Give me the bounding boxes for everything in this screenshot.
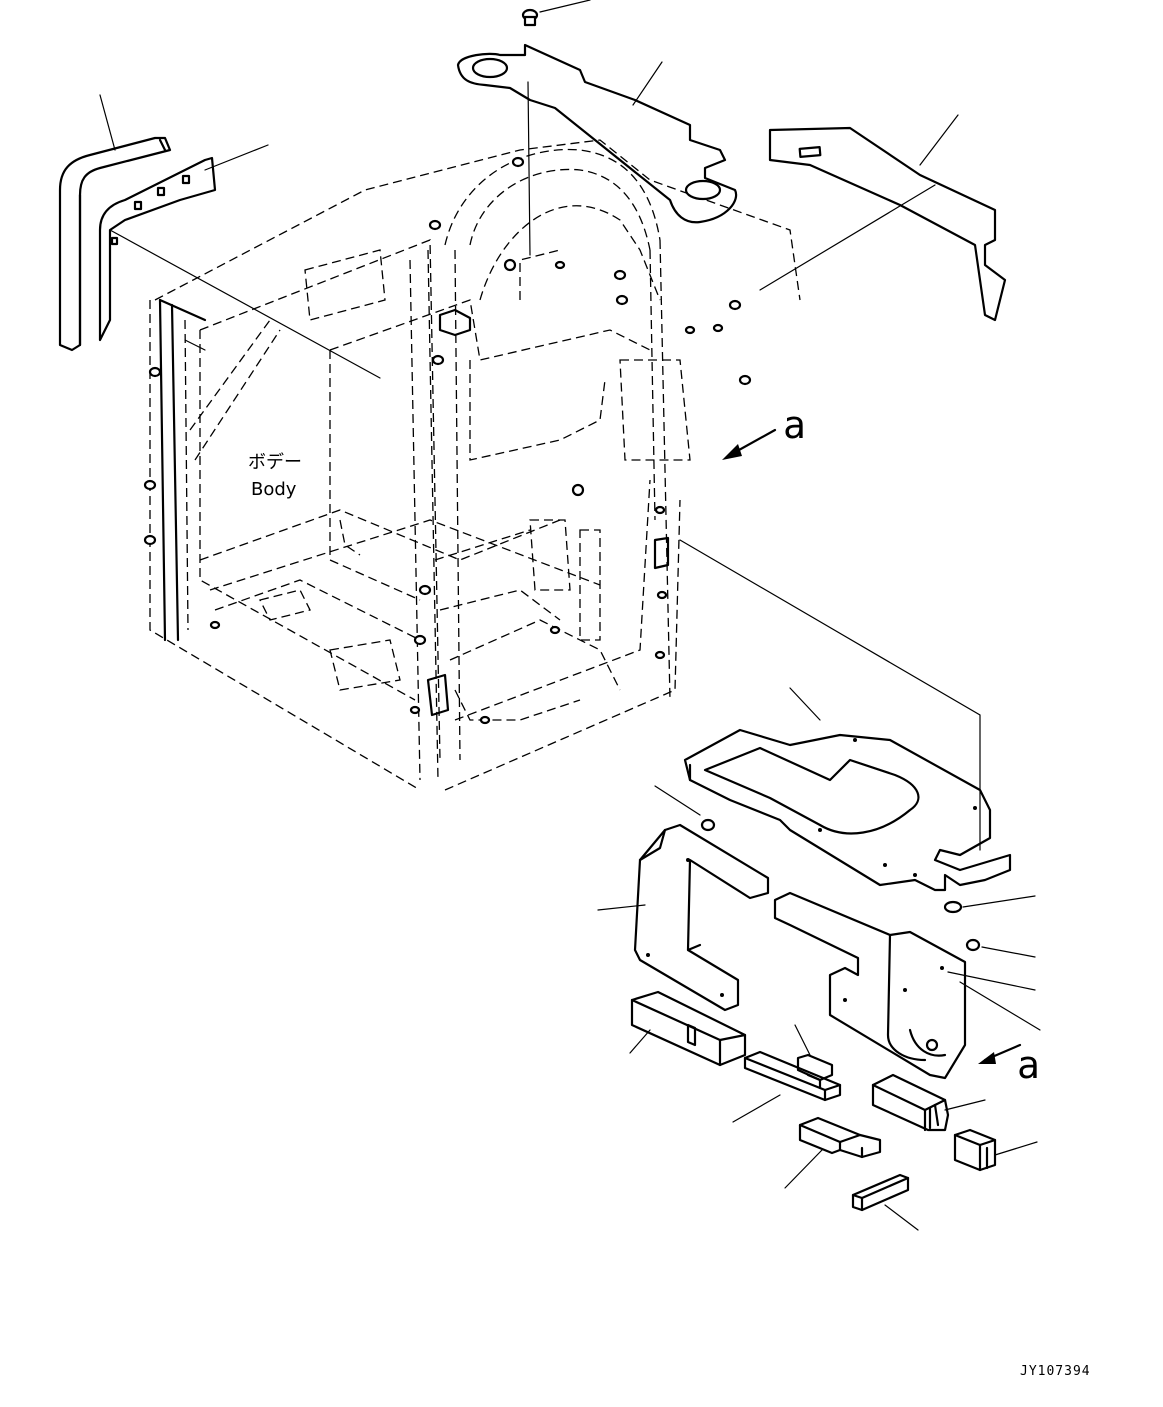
document-id: JY107394 [1020,1364,1091,1379]
lower-right-support-bracket [773,891,1041,1080]
foam-block-3 [871,1073,986,1132]
cab-body-frame [143,139,801,791]
left-corner-trim [58,94,381,379]
view-a-bottom-label: a [1017,1043,1040,1087]
bolt-icon [521,0,591,27]
foam-block-5 [953,1128,1038,1172]
lower-left-frame-bracket [597,823,770,1012]
view-a-bottom: a [978,1043,1040,1087]
top-clamp-plate [456,43,738,256]
body-label-jp: ボデー [248,452,302,473]
view-a-top: a [722,403,806,460]
foam-block-2 [732,1024,842,1123]
foam-block-4 [784,1116,882,1189]
right-top-bracket [759,114,1007,322]
body-label-en: Body [251,479,297,500]
view-a-top-label: a [783,403,806,447]
foam-block-6 [851,1173,919,1231]
foam-block-1 [629,990,747,1067]
floor-plate [683,687,1012,892]
washer-icon [654,785,1036,958]
frame-bolt-holes [143,156,752,725]
